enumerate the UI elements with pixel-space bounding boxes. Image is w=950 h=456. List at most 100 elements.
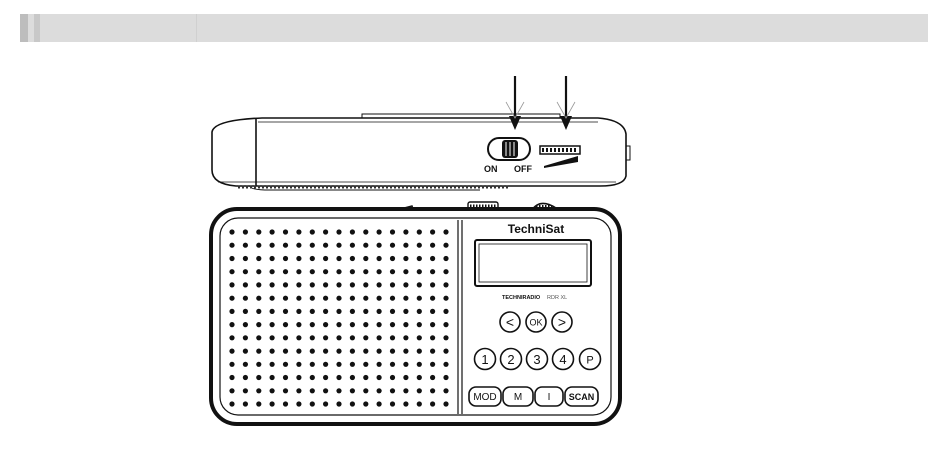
grille-hole — [323, 296, 328, 301]
mod-key[interactable]: MOD — [469, 387, 501, 406]
grille-hole — [417, 243, 422, 248]
preset-key-3[interactable]: 3 — [527, 349, 548, 370]
grille-hole — [417, 269, 422, 274]
grille-hole — [390, 375, 395, 380]
ok-key-label: OK — [529, 318, 542, 328]
grille-hole — [336, 243, 341, 248]
grille-hole — [243, 349, 248, 354]
grille-hole — [336, 269, 341, 274]
grille-hole — [390, 309, 395, 314]
grille-hole — [256, 256, 261, 261]
grille-hole — [443, 335, 448, 340]
grille-hole — [350, 401, 355, 406]
grille-hole — [229, 296, 234, 301]
preset-key-4[interactable]: 4 — [553, 349, 574, 370]
grille-hole — [256, 388, 261, 393]
preset-key-p[interactable]: P — [580, 349, 601, 370]
grille-hole — [390, 243, 395, 248]
grille-hole — [270, 401, 275, 406]
grille-hole — [256, 229, 261, 234]
grille-hole — [403, 256, 408, 261]
grille-hole — [430, 335, 435, 340]
grille-hole — [323, 256, 328, 261]
grille-hole — [310, 296, 315, 301]
memory-key[interactable]: M — [503, 387, 533, 406]
grille-hole — [390, 296, 395, 301]
grille-hole — [296, 362, 301, 367]
grille-hole — [323, 349, 328, 354]
grille-hole — [310, 269, 315, 274]
grille-hole — [323, 375, 328, 380]
grille-hole — [229, 388, 234, 393]
grille-hole — [323, 388, 328, 393]
switch-on-label: ON — [484, 164, 498, 174]
grille-hole — [296, 322, 301, 327]
grille-hole — [350, 229, 355, 234]
grille-hole — [363, 335, 368, 340]
grille-hole — [323, 243, 328, 248]
grille-hole — [390, 401, 395, 406]
grille-hole — [270, 322, 275, 327]
preset-key-2[interactable]: 2 — [501, 349, 522, 370]
mod-key-label: MOD — [473, 392, 496, 403]
grille-hole — [350, 375, 355, 380]
grille-hole — [443, 243, 448, 248]
grille-hole — [310, 256, 315, 261]
grille-hole — [350, 362, 355, 367]
grille-hole — [256, 309, 261, 314]
model-name: RDR XL — [547, 295, 567, 301]
ok-key[interactable]: OK — [526, 312, 546, 332]
grille-hole — [443, 322, 448, 327]
grille-hole — [243, 362, 248, 367]
power-switch[interactable] — [488, 138, 530, 160]
grille-hole — [243, 256, 248, 261]
grille-hole — [350, 256, 355, 261]
grille-hole — [270, 335, 275, 340]
grille-hole — [336, 309, 341, 314]
preset-key-p-label: P — [586, 355, 593, 367]
grille-hole — [296, 269, 301, 274]
grille-hole — [350, 309, 355, 314]
grille-hole — [403, 229, 408, 234]
grille-hole — [430, 322, 435, 327]
grille-hole — [350, 349, 355, 354]
grille-hole — [296, 243, 301, 248]
grille-hole — [430, 296, 435, 301]
nav-key-left[interactable]: < — [500, 312, 520, 332]
grille-hole — [443, 282, 448, 287]
grille-hole — [283, 401, 288, 406]
grille-hole — [336, 349, 341, 354]
grille-hole — [310, 349, 315, 354]
info-key[interactable]: I — [535, 387, 563, 406]
grille-hole — [336, 401, 341, 406]
scan-key[interactable]: SCAN — [565, 387, 598, 406]
grille-hole — [350, 269, 355, 274]
nav-key-right[interactable]: > — [552, 312, 572, 332]
grille-hole — [417, 229, 422, 234]
grille-hole — [283, 309, 288, 314]
grille-hole — [443, 362, 448, 367]
grille-hole — [377, 282, 382, 287]
preset-key-1[interactable]: 1 — [475, 349, 496, 370]
grille-hole — [350, 335, 355, 340]
grille-hole — [363, 282, 368, 287]
nav-key-left-label: < — [506, 314, 514, 330]
grille-hole — [377, 243, 382, 248]
grille-hole — [417, 388, 422, 393]
grille-hole — [350, 388, 355, 393]
grille-hole — [283, 388, 288, 393]
grille-hole — [243, 282, 248, 287]
grille-hole — [350, 282, 355, 287]
grille-hole — [270, 269, 275, 274]
grille-hole — [310, 322, 315, 327]
grille-hole — [270, 309, 275, 314]
grille-hole — [430, 256, 435, 261]
grille-hole — [256, 296, 261, 301]
grille-hole — [270, 243, 275, 248]
grille-hole — [310, 375, 315, 380]
lcd-display — [475, 240, 591, 286]
grille-hole — [363, 322, 368, 327]
grille-hole — [390, 362, 395, 367]
model-brand: TECHNIRADIO — [502, 295, 541, 301]
grille-hole — [390, 256, 395, 261]
